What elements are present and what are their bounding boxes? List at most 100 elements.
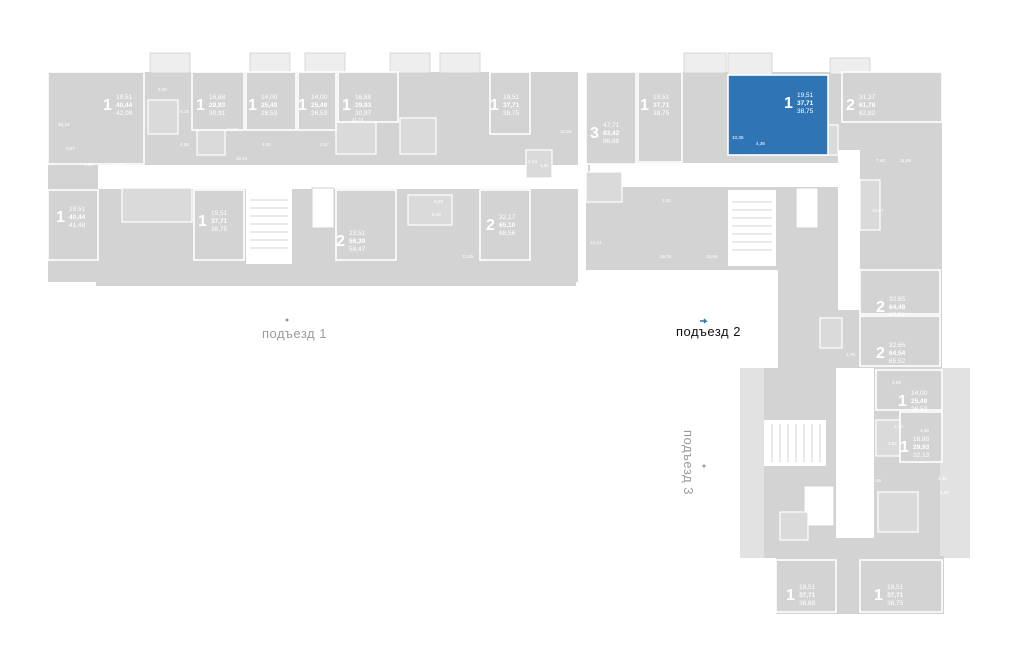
apartment-rooms-count: 1 bbox=[298, 97, 307, 114]
room-area-label: 2,20 bbox=[662, 198, 671, 203]
apartment-living-area: 31,37 bbox=[859, 94, 876, 101]
apartment-full-area: 26,53 bbox=[261, 110, 278, 117]
apartment-total-area: 37,71 bbox=[797, 100, 814, 107]
room-area-label: 11,65 bbox=[462, 254, 474, 259]
room-area-label: 1,91 bbox=[540, 163, 549, 168]
apartment-shape[interactable] bbox=[479, 189, 531, 261]
apartment-full-area: 32,13 bbox=[913, 452, 930, 459]
apartment-shape[interactable] bbox=[859, 559, 943, 613]
room-area-label: 4,34 bbox=[528, 159, 537, 164]
apartment-rooms-count: 2 bbox=[846, 97, 855, 114]
apartment-total-area: 64,54 bbox=[889, 350, 906, 357]
apartment-shape[interactable] bbox=[337, 71, 399, 123]
apartment-shape[interactable] bbox=[585, 71, 637, 165]
room-area-label: 15,57 bbox=[872, 208, 884, 213]
apartment-rooms-count: 1 bbox=[198, 213, 207, 230]
room-area-label: 3,67 bbox=[66, 146, 75, 151]
apartment-shape[interactable] bbox=[245, 71, 297, 131]
apartment-full-area: 41,48 bbox=[69, 222, 86, 229]
apartment-living-area: 19,51 bbox=[799, 584, 816, 591]
entrance-2-label[interactable]: подъезд 2 bbox=[676, 324, 741, 339]
apartment-living-area: 14,00 bbox=[911, 390, 928, 397]
apartment-living-area: 47,71 bbox=[603, 122, 620, 129]
apartment-shape[interactable] bbox=[775, 559, 837, 613]
entrance-2-arrow-icon bbox=[700, 318, 708, 324]
room-area-label: 11,86 bbox=[900, 158, 912, 163]
apartment-shape[interactable] bbox=[899, 411, 943, 463]
apartment-full-area: 65,52 bbox=[889, 358, 906, 365]
apartment-living-area: 32,65 bbox=[889, 296, 906, 303]
selected-apartment-shape[interactable] bbox=[727, 74, 829, 156]
room-area-label: 4,38 bbox=[84, 162, 93, 167]
apartment-shape[interactable] bbox=[335, 189, 397, 261]
room-area-label: 7,40 bbox=[876, 158, 885, 163]
apartment-living-area: 14,00 bbox=[311, 94, 328, 101]
apartment-shape[interactable] bbox=[875, 369, 943, 411]
apartment-shape[interactable] bbox=[637, 71, 683, 163]
entrance-3-label[interactable]: подъезд 3 bbox=[681, 430, 696, 495]
room-area-label: 3,48 bbox=[920, 428, 929, 433]
apartment-total-area: 25,49 bbox=[261, 102, 278, 109]
room-area-label: 15,06 bbox=[660, 254, 672, 259]
room-area-label: 3,41 bbox=[842, 292, 851, 297]
apartment-rooms-count: 1 bbox=[898, 393, 907, 410]
apartment-full-area: 38,75 bbox=[503, 110, 520, 117]
room-area-label: 4,93 bbox=[262, 142, 271, 147]
room-area-label: 5,00 bbox=[940, 490, 949, 495]
stairwell-3 bbox=[764, 420, 826, 466]
apartment-shape[interactable] bbox=[191, 71, 245, 131]
apartment-total-area: 25,49 bbox=[911, 398, 928, 405]
apartment-shape[interactable] bbox=[193, 189, 245, 261]
room-area-label: 8,22 bbox=[514, 180, 523, 185]
room-area-label: 11,73 bbox=[352, 117, 364, 122]
room-area-label: 13,14 bbox=[590, 240, 602, 245]
apartment-shape[interactable] bbox=[47, 71, 145, 165]
apartment-full-area: 58,47 bbox=[349, 246, 366, 253]
apartment-shape[interactable] bbox=[859, 269, 941, 315]
apartment-full-area: 26,53 bbox=[311, 110, 328, 117]
apartment-living-area: 32,17 bbox=[499, 214, 516, 221]
apartment-shape[interactable] bbox=[297, 71, 337, 131]
apartment-full-area: 26,53 bbox=[911, 406, 928, 413]
apartment-full-area: 38,75 bbox=[887, 600, 904, 607]
apartment-full-area: 38,69 bbox=[799, 600, 816, 607]
apartment-living-area: 19,51 bbox=[887, 584, 904, 591]
apartment-total-area: 83,42 bbox=[603, 130, 620, 137]
room-area-label: 8,16 bbox=[842, 256, 851, 261]
apartment-total-area: 29,93 bbox=[355, 102, 372, 109]
room-area-label: 4,36 bbox=[756, 141, 765, 146]
room-area-label: 2,57 bbox=[320, 142, 329, 147]
entrance-1-label[interactable]: подъезд 1 bbox=[262, 326, 327, 341]
apartment-shape[interactable] bbox=[489, 71, 531, 135]
apartment-rooms-count: 1 bbox=[103, 97, 112, 114]
apartment-shape[interactable] bbox=[841, 71, 943, 123]
apartment-shape[interactable] bbox=[47, 189, 99, 261]
room-area-label: 18,94 bbox=[706, 254, 718, 259]
room-area-label: 2,73 bbox=[116, 162, 125, 167]
apartment-shape[interactable] bbox=[859, 315, 941, 367]
apartment-full-area: 86,88 bbox=[603, 138, 620, 145]
room-area-label: 6,46 bbox=[432, 212, 441, 217]
